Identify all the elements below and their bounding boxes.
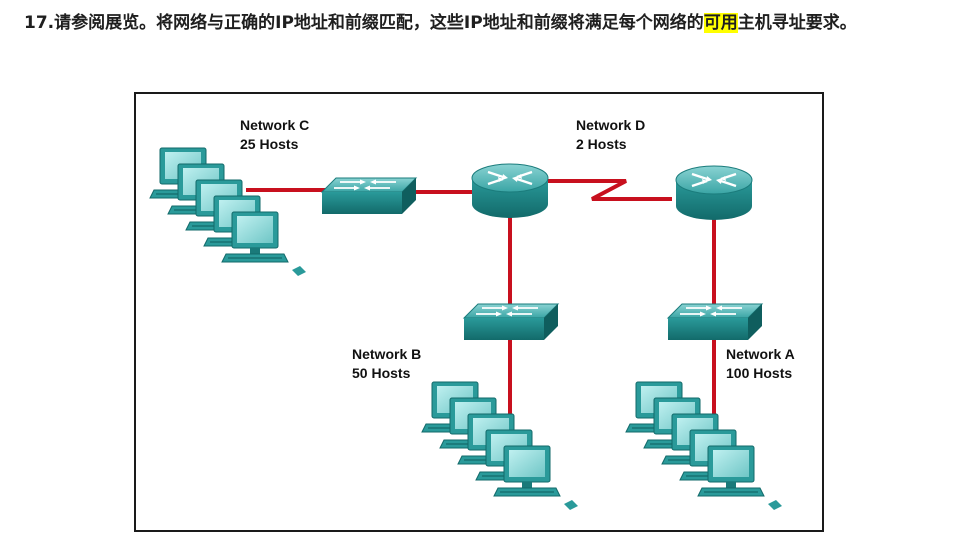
network-d-hosts: 2 Hosts [576, 136, 627, 152]
router-1-icon [470, 162, 550, 220]
network-a-hosts: 100 Hosts [726, 365, 792, 381]
network-b-name: Network B [352, 346, 421, 362]
switch-c-icon [321, 177, 417, 215]
network-d-name: Network D [576, 117, 645, 133]
pc-group-c-icon [150, 148, 306, 276]
pc-group-b-icon [422, 382, 578, 510]
switch-b-icon [463, 303, 559, 341]
links [246, 179, 716, 434]
pc-group-a-icon [626, 382, 782, 510]
highlighted-term: 可用 [703, 13, 738, 33]
topology-svg: Network C 25 Hosts Network D 2 Hosts Net… [136, 117, 795, 534]
network-c-name: Network C [240, 117, 309, 133]
network-c-hosts: 25 Hosts [240, 136, 299, 152]
question-text: 17.请参阅展览。将网络与正确的IP地址和前缀匹配，这些IP地址和前缀将满足每个… [24, 10, 936, 36]
question-number: 17. [24, 13, 55, 33]
network-a-name: Network A [726, 346, 795, 362]
switch-a-icon [667, 303, 763, 341]
question-body: 请参阅展览。将网络与正确的IP地址和前缀匹配，这些IP地址和前缀将满足每个网络的 [54, 13, 704, 33]
network-b-hosts: 50 Hosts [352, 365, 411, 381]
network-diagram: Network C 25 Hosts Network D 2 Hosts Net… [134, 92, 824, 532]
serial-link-network-d [548, 179, 672, 201]
question-tail: 主机寻址要求。 [737, 13, 857, 33]
router-2-icon [674, 164, 754, 222]
